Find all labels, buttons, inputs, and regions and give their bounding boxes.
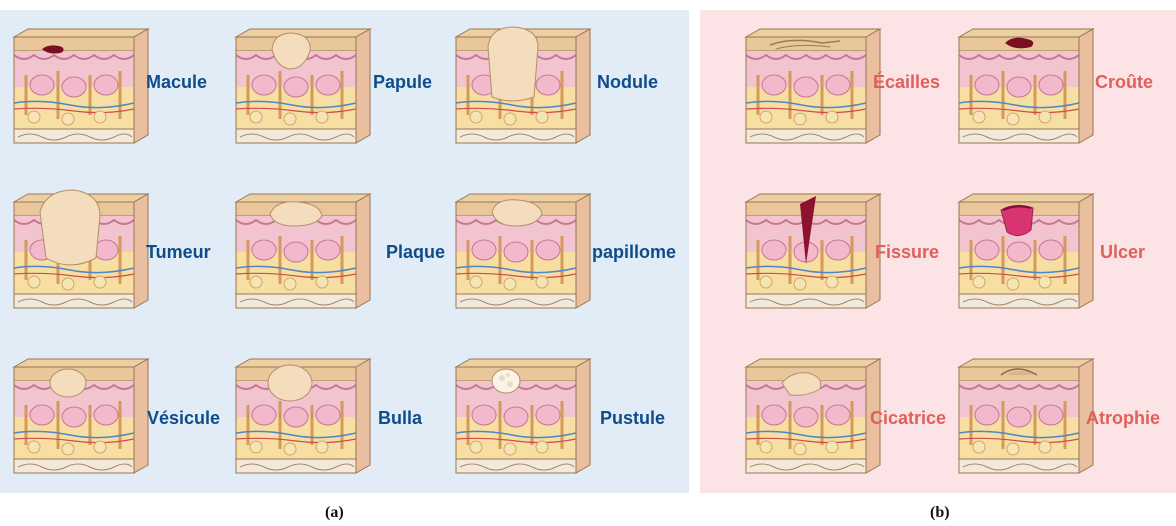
skin-diagram-flat-dark-spot [10, 25, 150, 160]
lesion-label-ulcer-crater: Ulcer [1100, 242, 1145, 263]
skin-diagram-broad-elevation [452, 190, 592, 325]
lesion-label-scar: Cicatrice [870, 408, 946, 429]
skin-diagram-crack [742, 190, 882, 325]
lesion-label-scales: Écailles [873, 72, 940, 93]
lesion-label-broad-elevation: papillome [592, 242, 676, 263]
lesion-label-crack: Fissure [875, 242, 939, 263]
skin-diagram-pus-filled-blister [452, 355, 592, 490]
lesion-label-flat-dark-spot: Macule [146, 72, 207, 93]
lesion-label-deep-raised-mass: Nodule [597, 72, 658, 93]
panel-a-caption: (a) [325, 504, 344, 522]
panel-a-primary-lesions: Macule Papule [0, 10, 689, 493]
lesion-label-small-raised-bump: Papule [373, 72, 432, 93]
skin-diagram-broad-flat-elevation [232, 190, 372, 325]
lesion-label-large-deep-mass: Tumeur [146, 242, 211, 263]
lesion-label-crust: Croûte [1095, 72, 1153, 93]
lesion-label-pus-filled-blister: Pustule [600, 408, 665, 429]
skin-diagram-small-fluid-blister [10, 355, 150, 490]
skin-diagram-crust [955, 25, 1095, 160]
skin-diagram-atrophy-depression [955, 355, 1095, 490]
lesion-label-small-fluid-blister: Vésicule [147, 408, 220, 429]
skin-diagram-scar [742, 355, 882, 490]
skin-diagram-large-fluid-blister [232, 355, 372, 490]
lesion-label-atrophy-depression: Atrophie [1086, 408, 1160, 429]
skin-diagram-scales [742, 25, 882, 160]
lesion-label-broad-flat-elevation: Plaque [386, 242, 445, 263]
lesion-label-large-fluid-blister: Bulla [378, 408, 422, 429]
panel-b-secondary-lesions: Écailles Croûte [700, 10, 1176, 493]
skin-diagram-deep-raised-mass [452, 25, 592, 160]
skin-diagram-large-deep-mass [10, 190, 150, 325]
panel-b-caption: (b) [930, 504, 950, 522]
skin-diagram-ulcer-crater [955, 190, 1095, 325]
skin-diagram-small-raised-bump [232, 25, 372, 160]
